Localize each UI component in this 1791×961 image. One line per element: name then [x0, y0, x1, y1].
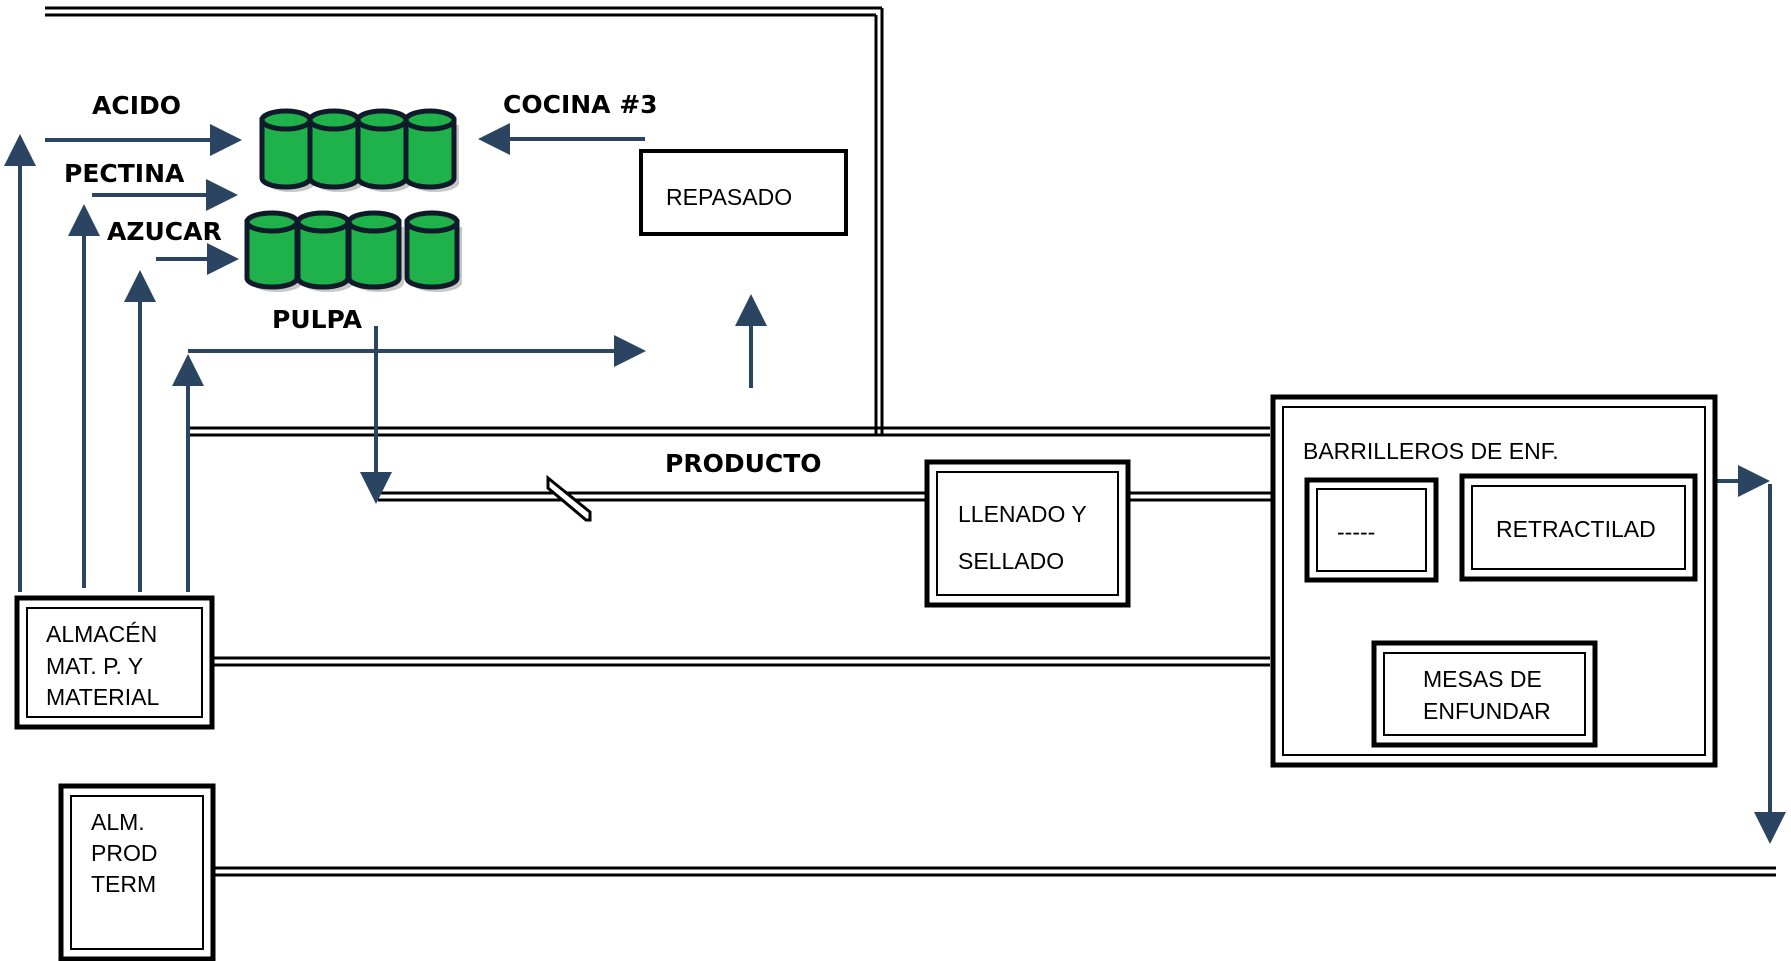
box-almacen-producto-terminado: ALM. PROD TERM [58, 783, 216, 961]
almacen-text: ALMACÉN MAT. P. Y MATERIAL [46, 621, 164, 710]
label-producto: PRODUCTO [665, 449, 822, 478]
retractilad-text: RETRACTILAD [1496, 516, 1656, 542]
box-almacen-materiales: ALMACÉN MAT. P. Y MATERIAL [14, 595, 215, 730]
pulp-tanks-row-2 [244, 210, 462, 292]
box-retractilad: RETRACTILAD [1459, 473, 1698, 582]
mesas-enfundar-text: MESAS DE ENFUNDAR [1423, 666, 1551, 724]
llenado-sellado-text: LLENADO Y SELLADO [958, 501, 1093, 574]
vertical-wall-line [874, 8, 884, 436]
barrilleros-title: BARRILLEROS DE ENF. [1303, 438, 1559, 464]
box-repasado: REPASADO [639, 149, 848, 236]
finished-goods-line [214, 866, 1776, 877]
product-line-break-symbol [546, 474, 592, 522]
warehouse-connection-line [214, 656, 1270, 667]
repasado-text: REPASADO [666, 184, 792, 210]
alm-prod-text: ALM. PROD TERM [91, 809, 164, 897]
top-wall-line [45, 6, 882, 17]
tank-icon [404, 219, 460, 290]
box-mesas-enfundar: MESAS DE ENFUNDAR [1371, 640, 1598, 748]
pulp-tanks-row-1 [259, 108, 459, 192]
label-pulpa: PULPA [272, 305, 363, 334]
box-llenado-sellado: LLENADO Y SELLADO [924, 459, 1131, 608]
label-acido: ACIDO [92, 91, 181, 120]
label-pectina: PECTINA [64, 159, 185, 188]
tank-icon [403, 117, 457, 190]
box-dashes: ----- [1304, 477, 1439, 583]
upper-horizontal-line [187, 426, 1270, 437]
label-cocina: COCINA #3 [503, 90, 658, 119]
tank-icon [346, 219, 402, 290]
product-line [378, 491, 1308, 502]
label-azucar: AZUCAR [107, 217, 222, 246]
dashes-text: ----- [1337, 519, 1375, 545]
